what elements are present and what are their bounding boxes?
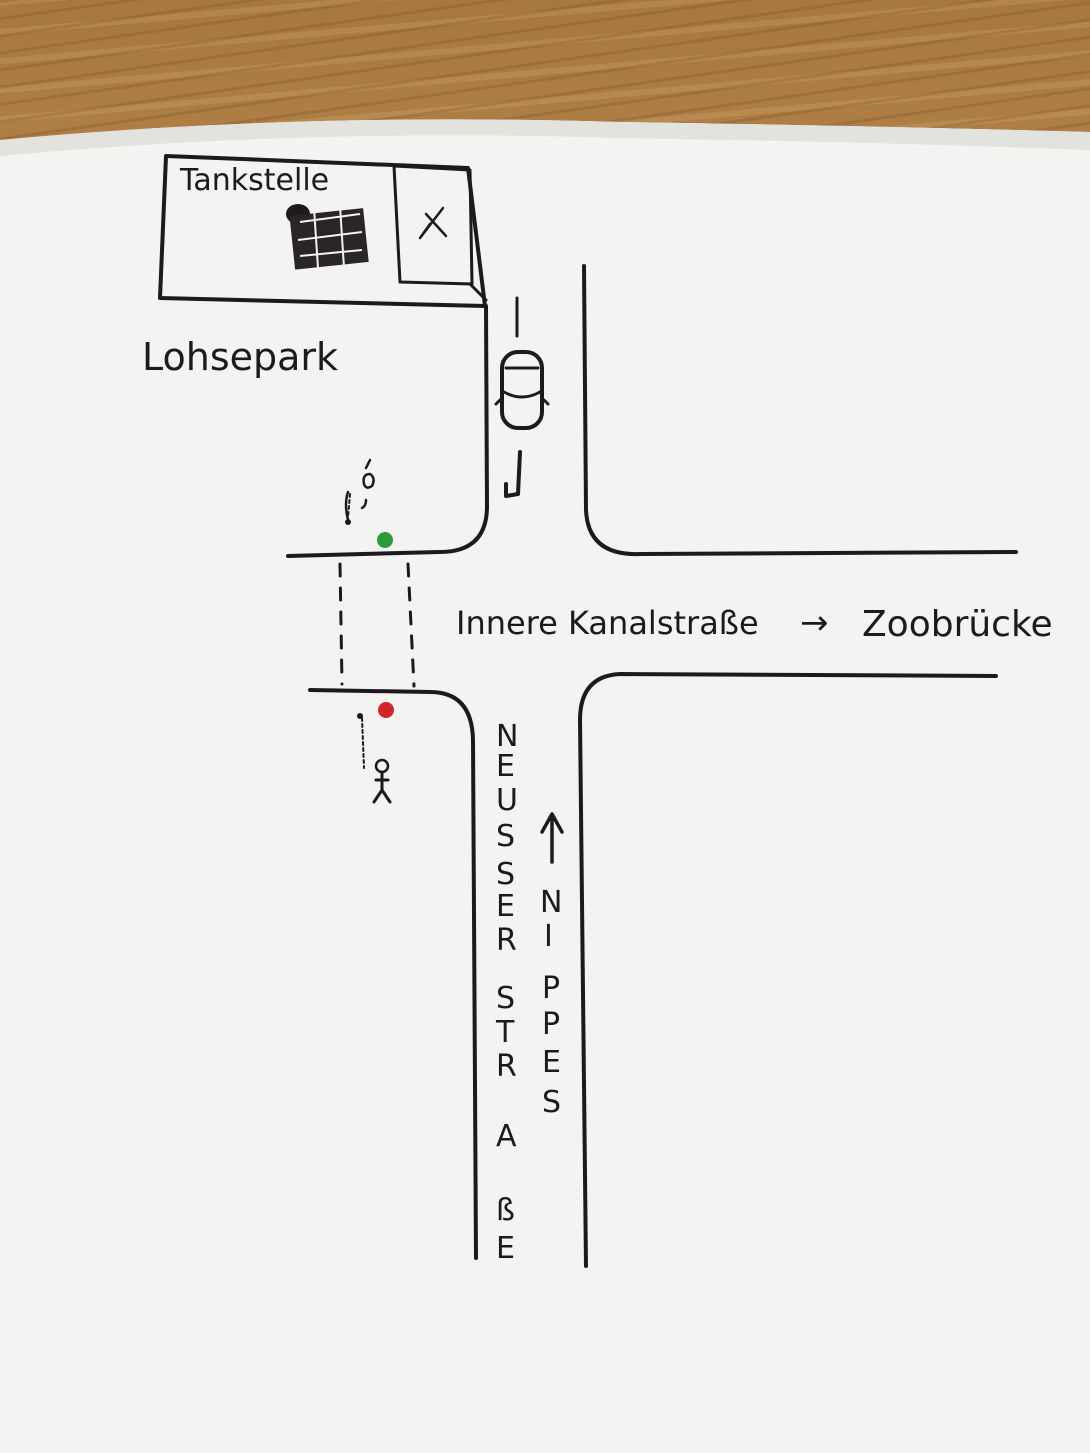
street-letter: S: [496, 819, 515, 854]
paper-sheet: [0, 119, 1090, 1453]
street-letter: R: [496, 923, 517, 958]
up-arrow-icon: [540, 812, 564, 864]
street-letter: N: [496, 719, 518, 754]
street-letter: E: [496, 1231, 515, 1266]
direction-arrow-icon: →: [800, 603, 829, 643]
cross-street-label: Innere Kanalstraße: [456, 604, 759, 642]
street-letter: E: [496, 889, 515, 924]
left-street-name: N E U S S E R S T R A ß E: [495, 719, 518, 1266]
road-outline: [286, 264, 1018, 1268]
crosswalk: [338, 562, 416, 688]
fuel-pump-icon: [286, 204, 369, 270]
paper-shadow: [0, 119, 1090, 156]
street-letter: P: [542, 971, 560, 1006]
gas-station-label: Tankstelle: [179, 163, 329, 198]
street-letter: S: [496, 857, 515, 892]
right-street-name: N I P P E S: [540, 812, 564, 1120]
street-letter: E: [496, 749, 515, 784]
direction-target-label: Zoobrücke: [862, 604, 1053, 645]
red-traffic-light-icon: [378, 702, 394, 718]
car-icon: [494, 296, 550, 498]
park-label: Lohsepark: [142, 335, 338, 379]
street-letter: U: [496, 783, 518, 818]
street-letter: I: [544, 919, 553, 954]
street-letter: A: [496, 1119, 517, 1154]
cyclist-icon: [344, 458, 375, 525]
street-letter: S: [542, 1085, 561, 1120]
pedestrian-icon: [357, 713, 392, 804]
street-letter: ß: [496, 1193, 515, 1228]
street-letter: R: [496, 1049, 517, 1084]
street-letter: E: [542, 1045, 561, 1080]
street-letter: P: [542, 1007, 560, 1042]
green-traffic-light-icon: [377, 532, 393, 548]
street-letter: S: [496, 981, 515, 1016]
street-letter: N: [540, 885, 562, 920]
street-letter: T: [495, 1015, 515, 1050]
